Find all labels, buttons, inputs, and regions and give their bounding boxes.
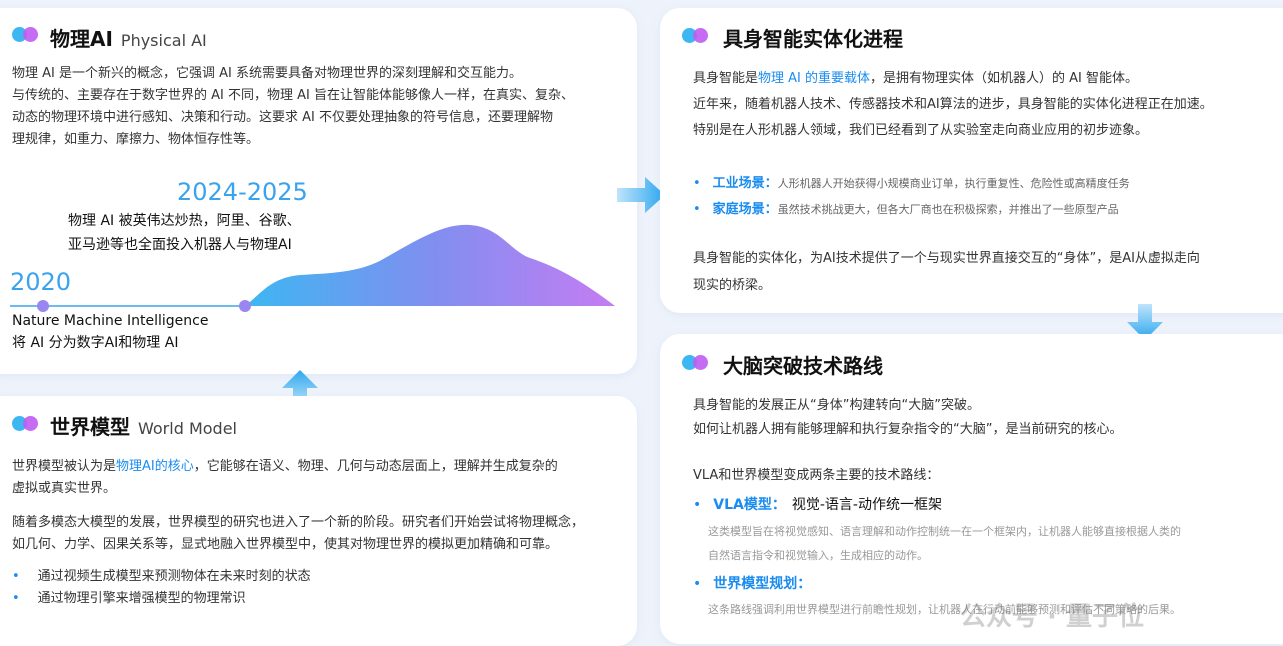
timeline-mountain (245, 224, 615, 306)
brain-text-2: VLA和世界模型变成两条主要的技术路线： (693, 468, 940, 483)
arrow-right-icon (617, 177, 665, 213)
world-model-bullets: •通过视频生成模型来预测物体在未来时刻的状态 •通过物理引擎来增强模型的物理常识 (12, 569, 311, 606)
physical-ai-text: 物理 AI 是一个新兴的概念，它强调 AI 系统需要具备对物理世界的深刻理解和交… (12, 66, 574, 147)
section-dots-icon (682, 355, 712, 371)
embodied-text-1: 具身智能是物理 AI 的重要载体，是拥有物理实体（如机器人）的 AI 智能体。 … (693, 71, 1213, 138)
arrow-down-icon (1127, 304, 1163, 340)
section-dots-icon (12, 416, 42, 432)
watermark: 公众号 · 量子位 (960, 602, 1144, 632)
brain-text-1: 具身智能的发展正从“身体”构建转向“大脑”突破。 如何让机器人拥有能够理解和执行… (693, 398, 1123, 437)
embodied-heading: 具身智能实体化进程 (723, 27, 903, 51)
timeline-desc-2020: Nature Machine Intelligence 将 AI 分为数字AI和… (12, 313, 209, 351)
timeline-marker-2020 (37, 300, 49, 312)
timeline-year-2020: 2020 (10, 268, 72, 296)
brain-heading: 大脑突破技术路线 (723, 354, 883, 378)
embodied-card: 具身智能实体化进程 具身智能是物理 AI 的重要载体，是拥有物理实体（如机器人）… (660, 8, 1283, 313)
world-model-text-1: 世界模型被认为是物理AI的核心，它能够在语义、物理、几何与动态层面上，理解并生成… (12, 459, 558, 496)
arrow-up-icon (282, 370, 318, 406)
brain-card: 大脑突破技术路线 具身智能的发展正从“身体”构建转向“大脑”突破。 如何让机器人… (660, 334, 1283, 644)
brain-vla-desc: 这类模型旨在将视觉感知、语言理解和动作控制统一在一个框架内，让机器人能够直接根据… (708, 525, 1181, 562)
timeline-marker-2024 (239, 300, 251, 312)
brain-vla: •VLA模型：视觉-语言-动作统一框架 (693, 497, 942, 513)
embodied-text-2: 具身智能的实体化，为AI技术提供了一个与现实世界直接交互的“身体”，是AI从虚拟… (693, 251, 1200, 293)
timeline-desc-2024: 物理 AI 被英伟达炒热，阿里、谷歌、 亚马逊等也全面投入机器人与物理AI (68, 213, 301, 253)
timeline-chart (10, 224, 615, 312)
brain-wm: •世界模型规划： (693, 576, 812, 592)
section-dots-icon (682, 28, 712, 44)
world-model-text-2: 随着多模态大模型的发展，世界模型的研究也进入了一个新的阶段。研究者们开始尝试将物… (12, 515, 585, 552)
embodied-scenes: •工业场景：人形机器人开始获得小规模商业订单，执行重复性、危险性或高精度任务 •… (693, 176, 1130, 217)
timeline-year-2024: 2024-2025 (177, 178, 308, 206)
brain-wm-desc: 这条路线强调利用世界模型进行前瞻性规划，让机器人在行动前能够预测和评估不同策略的… (708, 603, 1181, 616)
section-dots-icon (12, 27, 42, 43)
